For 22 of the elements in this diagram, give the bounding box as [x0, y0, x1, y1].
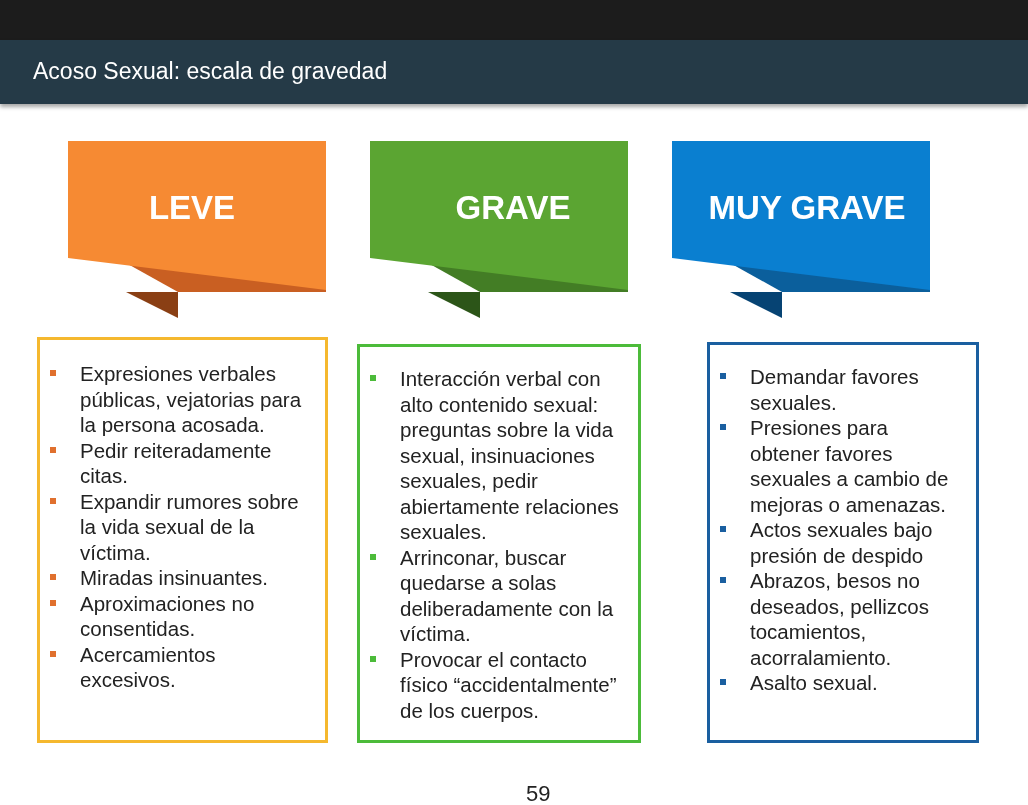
bullet-item: Aproximaciones no consentidas. — [50, 590, 315, 642]
level-heading: LEVE — [147, 189, 237, 227]
level-heading: MUY GRAVE — [707, 189, 907, 227]
bullet-item: Interacción verbal con alto contenido sexual: preguntas sobre la vida sexual, insinuaciones sexuales, pedir abiertamente relaciones sexuales. — [370, 366, 633, 545]
bullet-item: Pedir reiteradamente citas. — [50, 437, 315, 489]
bullet-item: Provocar el contacto físico “accidentalmente” de los cuerpos. — [370, 646, 633, 723]
list-panel — [357, 344, 641, 743]
bullet-item: Acercamientos excesivos. — [50, 641, 315, 693]
bullet-item: Expandir rumores sobre la vida sexual de la víctima. — [50, 488, 315, 565]
page-number: 59 — [526, 781, 551, 805]
bullet-item: Actos sexuales bajo presión de despido — [720, 517, 963, 568]
bullet-item: Demandar favores sexuales. — [720, 364, 963, 415]
bullet-item: Abrazos, besos no deseados, pellizcos tocamientos, acorralamiento. — [720, 568, 963, 670]
list-panel — [37, 337, 328, 743]
bullet-item: Miradas insinuantes. — [50, 565, 315, 591]
bullet-item: Presiones para obtener favores sexuales a cambio de mejoras o amenazas. — [720, 415, 963, 517]
bullet-item: Expresiones verbales públicas, vejatorias para la persona acosada. — [50, 361, 315, 438]
bullet-item: Arrinconar, buscar quedarse a solas deliberadamente con la víctima. — [370, 544, 633, 647]
level-heading: GRAVE — [454, 189, 572, 227]
list-panel — [707, 342, 979, 743]
bullet-item: Asalto sexual. — [720, 670, 963, 696]
slide-title: Acoso Sexual: escala de gravedad — [33, 58, 388, 85]
